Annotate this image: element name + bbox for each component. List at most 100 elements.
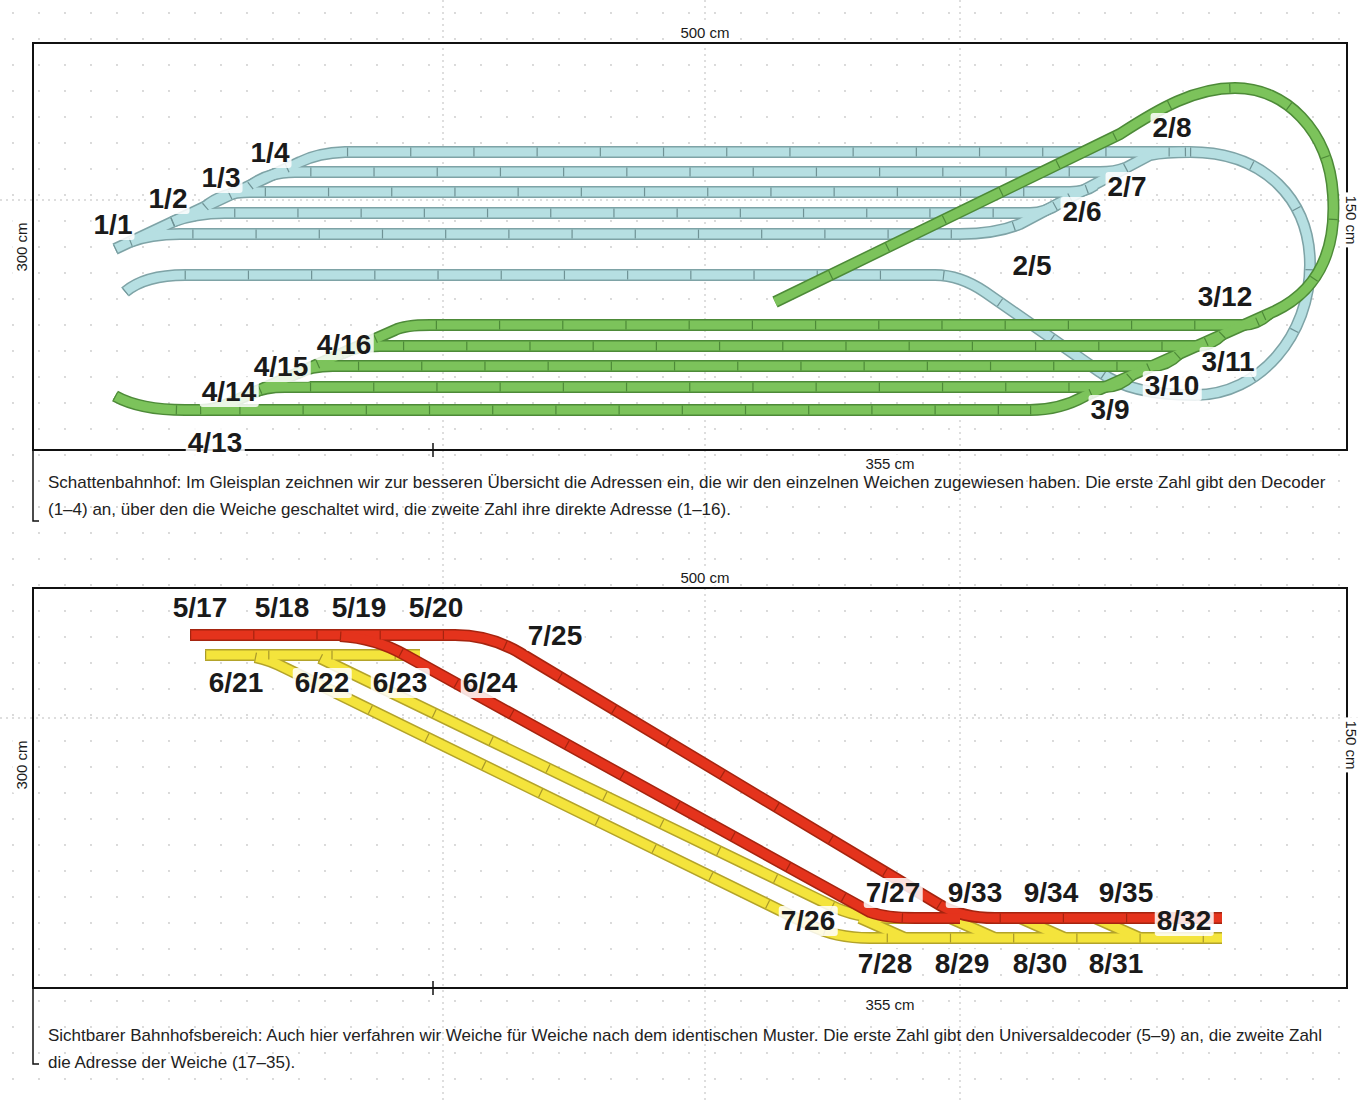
track <box>340 636 960 918</box>
turnout-address: 6/22 <box>293 668 352 698</box>
track <box>172 203 1060 222</box>
track <box>340 636 960 918</box>
grid-line <box>705 0 706 1104</box>
turnout-address: 4/15 <box>252 352 311 382</box>
track <box>172 203 1060 222</box>
track <box>250 168 1125 186</box>
dimension: 355 cm <box>862 455 917 472</box>
track <box>296 354 1179 374</box>
yellow-tracks <box>205 655 1222 938</box>
caption-bracket <box>33 988 39 1064</box>
dimension-tick <box>432 981 434 995</box>
turnout-address: 8/30 <box>1011 949 1070 979</box>
caption-bracket <box>33 450 39 521</box>
turnout-address: 2/7 <box>1106 172 1149 202</box>
turnout-address: 1/3 <box>200 163 243 193</box>
dimension: 500 cm <box>677 569 732 586</box>
turnout-address: 8/32 <box>1155 906 1214 936</box>
turnout-address: 1/1 <box>92 210 135 240</box>
track-fill <box>190 635 1222 918</box>
dimension: 355 cm <box>862 996 917 1013</box>
turnout-address: 5/19 <box>330 593 389 623</box>
track-outline <box>115 152 1310 395</box>
dimension: 150 cm <box>1342 717 1359 772</box>
track <box>250 168 1125 186</box>
red-tracks <box>190 635 1222 918</box>
turnout-address: 3/9 <box>1089 395 1132 425</box>
caption: Schattenbahnhof: Im Gleisplan zeichnen w… <box>48 469 1338 523</box>
turnout-address: 3/10 <box>1143 371 1202 401</box>
track-fill <box>115 152 1310 395</box>
green-tracks <box>115 88 1333 410</box>
track <box>205 185 1095 207</box>
turnout-address: 2/6 <box>1061 197 1104 227</box>
track-outline <box>190 635 1222 918</box>
track <box>125 275 1195 395</box>
turnout-address: 7/28 <box>856 949 915 979</box>
turnout-address: 9/33 <box>946 878 1005 908</box>
turnout-address: 8/31 <box>1087 949 1146 979</box>
turnout-address: 7/25 <box>526 621 585 651</box>
track <box>255 657 1222 938</box>
turnout-address: 7/27 <box>864 878 923 908</box>
track <box>190 635 1222 918</box>
track <box>1190 152 1310 395</box>
turnout-address: 5/20 <box>407 593 466 623</box>
track <box>341 334 1223 354</box>
track <box>248 375 1132 395</box>
dimension: 300 cm <box>13 219 30 274</box>
turnout-address: 1/4 <box>249 138 292 168</box>
track <box>248 375 1132 395</box>
track <box>1190 152 1310 395</box>
turnout-address: 1/2 <box>147 184 190 214</box>
turnout-address: 6/24 <box>461 668 520 698</box>
dimension: 150 cm <box>1342 192 1359 247</box>
turnout-address: 3/11 <box>1200 347 1257 377</box>
track <box>205 185 1095 207</box>
track <box>125 275 1195 395</box>
track <box>125 275 1195 395</box>
track <box>255 657 1222 938</box>
track <box>190 635 1222 918</box>
turnout-address: 9/34 <box>1022 878 1081 908</box>
turnout-address: 4/14 <box>200 377 259 407</box>
track-fill <box>205 655 1222 938</box>
turnout-address: 4/16 <box>315 330 374 360</box>
track <box>248 375 1132 395</box>
blue-tracks <box>115 152 1310 395</box>
track <box>172 203 1060 222</box>
track <box>341 334 1223 354</box>
layout-frame <box>33 588 1347 988</box>
turnout-address: 7/26 <box>779 906 838 936</box>
grid-line <box>0 718 1362 719</box>
dimension: 500 cm <box>677 24 732 41</box>
track <box>340 636 960 918</box>
track <box>775 88 1333 410</box>
track-joints <box>190 635 1222 918</box>
turnout-address: 2/8 <box>1151 113 1194 143</box>
grid-line <box>443 0 444 1104</box>
turnout-address: 5/17 <box>171 593 230 623</box>
track-outline <box>205 655 1222 938</box>
dimension: 300 cm <box>13 737 30 792</box>
track-fill <box>115 88 1333 410</box>
track <box>255 657 1222 938</box>
dimension-tick <box>432 443 434 457</box>
turnout-address: 4/13 <box>186 428 245 458</box>
turnout-address: 6/21 <box>207 668 266 698</box>
turnout-address: 9/35 <box>1097 878 1156 908</box>
caption: Sichtbarer Bahnhofsbereich: Auch hier ve… <box>48 1022 1338 1076</box>
turnout-address: 2/5 <box>1011 251 1054 281</box>
turnout-address: 6/23 <box>371 668 430 698</box>
track <box>296 354 1179 374</box>
track-joints <box>115 88 1333 410</box>
track <box>250 168 1125 186</box>
track-joints <box>205 655 1222 938</box>
track <box>296 354 1179 374</box>
track-joints <box>115 152 1310 395</box>
track <box>205 185 1095 207</box>
layout-frame <box>33 43 1347 450</box>
